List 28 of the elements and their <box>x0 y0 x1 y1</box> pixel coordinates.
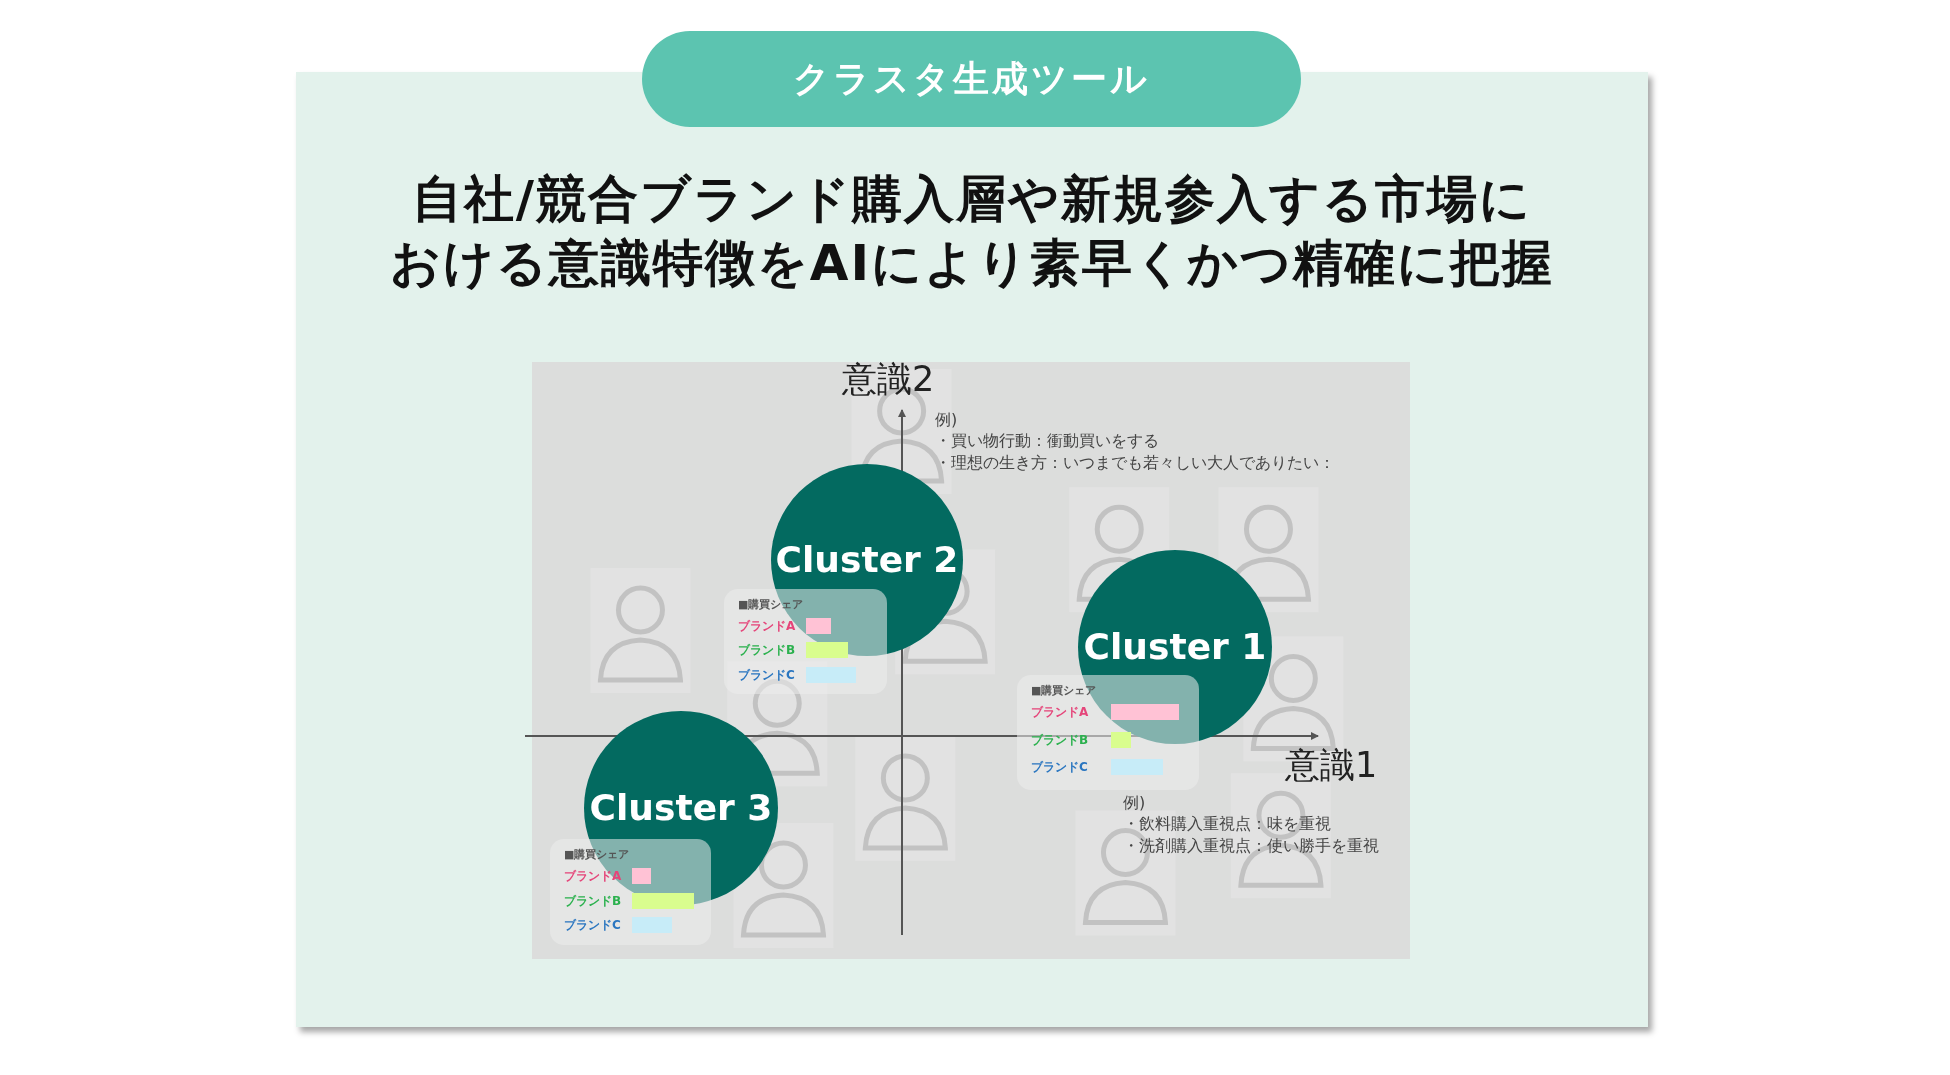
brand-label: ブランドB <box>738 642 796 660</box>
cluster-label: Cluster 2 <box>774 538 960 582</box>
cluster-label: Cluster 3 <box>588 786 774 830</box>
badge-title: クラスタ生成ツール <box>792 57 1151 101</box>
brand-label: ブランドB <box>564 892 622 910</box>
brand-label: ブランドA <box>1031 704 1089 721</box>
brand-label: ブランドC <box>1031 759 1088 777</box>
heading: 自社/競合ブランド購入層や新規参入する市場における意識特徴をAIにより素早くかつ精確に把握 <box>388 169 1556 294</box>
brand-label: ブランドC <box>564 917 621 935</box>
share-card <box>724 589 887 694</box>
share-card <box>1017 675 1199 790</box>
axis-label: 意識1 <box>1285 744 1378 787</box>
share-card <box>550 839 711 945</box>
brand-label: ブランドA <box>738 618 796 635</box>
example-text: ・飲料購入重視点：味を重視 <box>1123 813 1331 834</box>
brand-label: ブランドB <box>1031 731 1089 749</box>
example-text: ・買い物行動：衝動買いをする <box>935 430 1159 451</box>
card-heading: ■購買シェア <box>564 847 630 863</box>
cluster-circle <box>584 711 778 905</box>
card-heading: ■購買シェア <box>738 597 804 613</box>
example-text: 例) <box>935 409 958 430</box>
example-text: ・洗剤購入重視点：使い勝手を重視 <box>1123 835 1379 856</box>
brand-label: ブランドC <box>738 666 795 684</box>
example-text: 例) <box>1123 792 1146 813</box>
example-text: ・理想の生き方：いつまでも若々しい大人でありたい： <box>935 452 1335 473</box>
cluster-label: Cluster 1 <box>1082 625 1268 669</box>
brand-label: ブランドA <box>564 868 622 885</box>
axis-label: 意識2 <box>842 358 935 401</box>
